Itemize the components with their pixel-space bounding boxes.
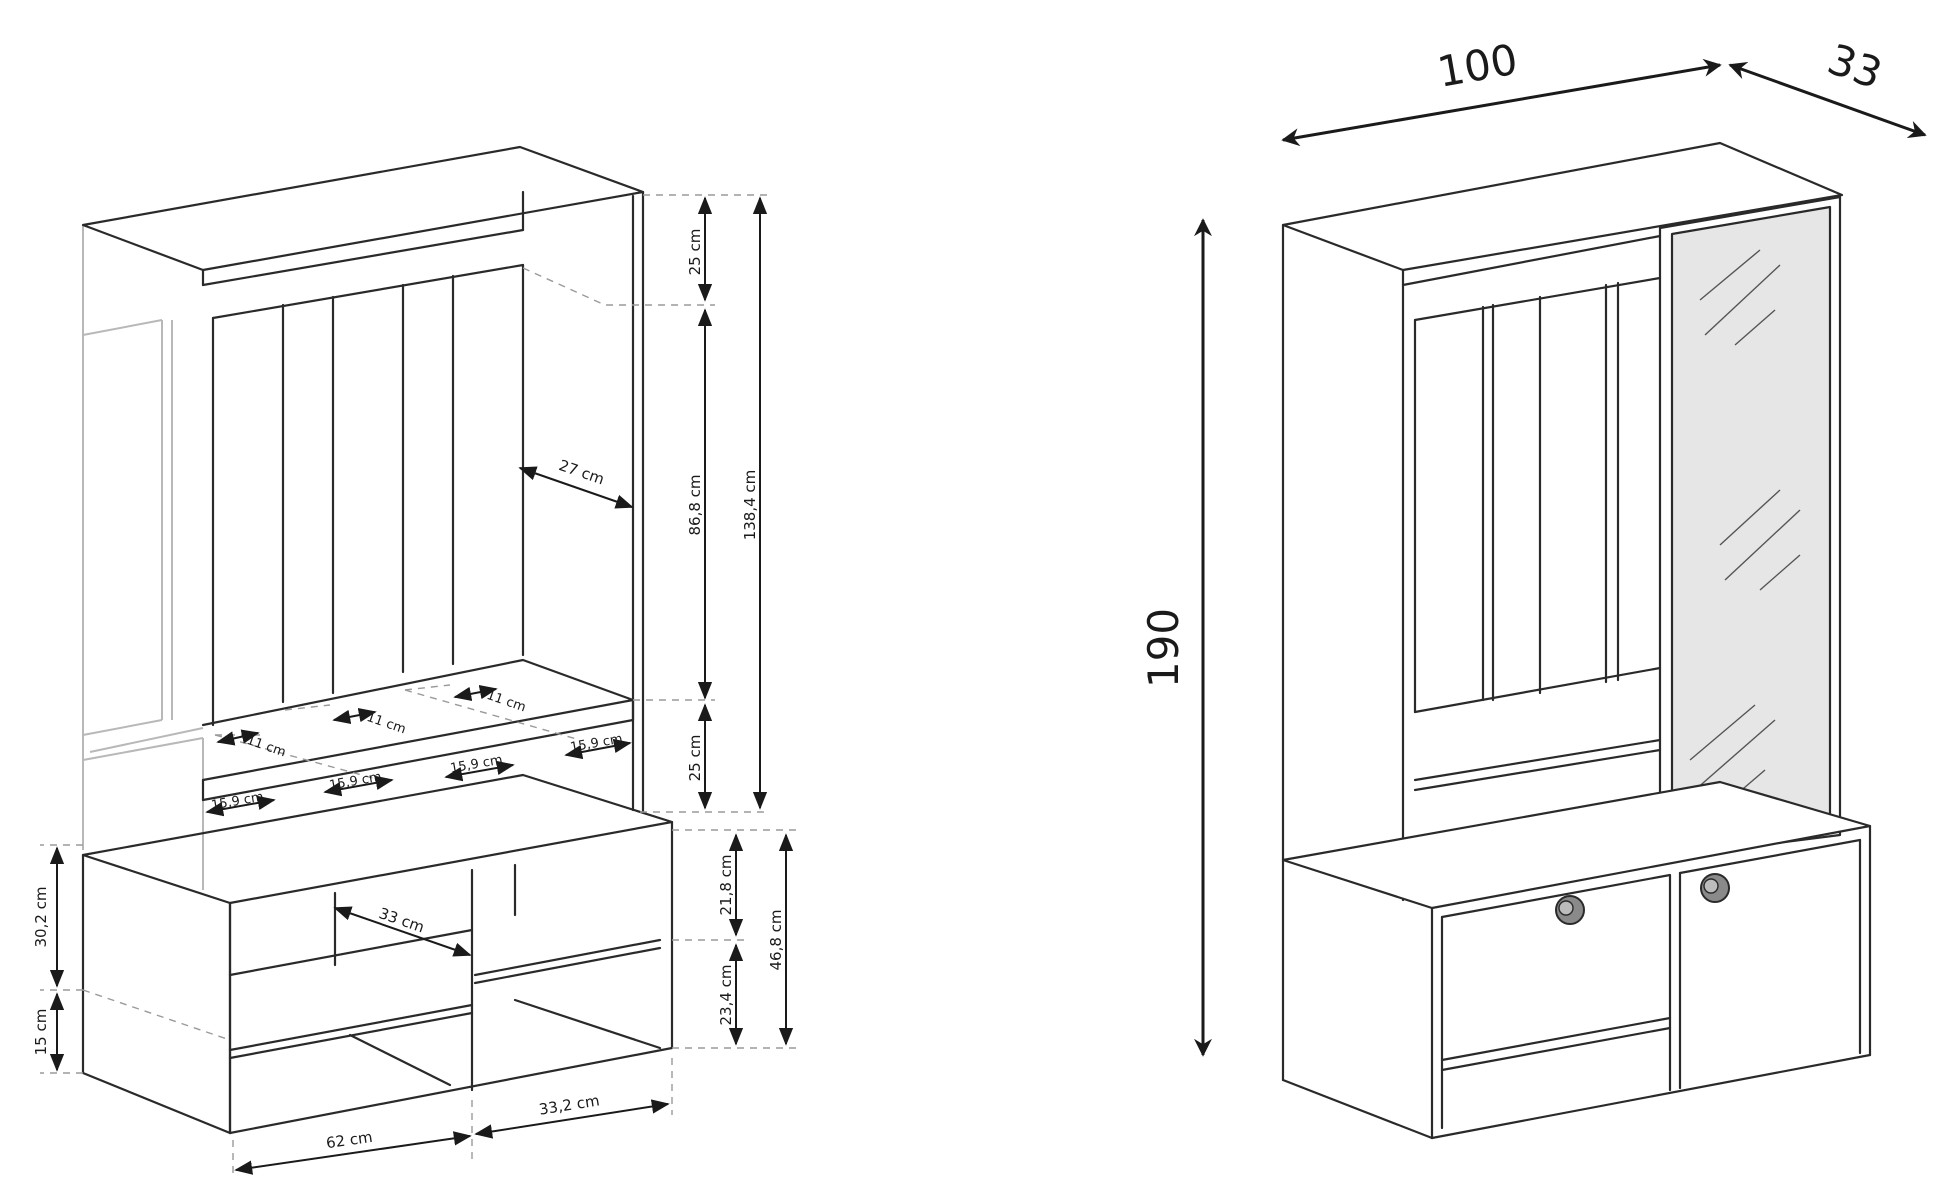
extension-lines	[40, 194, 800, 1175]
label-slat-width-3: 15,9 cm	[449, 753, 504, 777]
overall-dimension-lines	[1194, 58, 1927, 1057]
label-top-panel-height: 25 cm	[686, 229, 704, 276]
label-overall-width: 100	[1434, 35, 1521, 97]
label-slat-gap-1: 11 cm	[245, 733, 288, 760]
label-plinth-height: 15 cm	[32, 1009, 50, 1056]
label-lower-shelf-height: 23,4 cm	[717, 964, 735, 1025]
cabinet-back-slats	[1413, 276, 1662, 852]
label-back-panel-height: 86,8 cm	[686, 474, 704, 535]
hidden-side-panel	[82, 225, 204, 890]
label-slat-width-2: 15,9 cm	[328, 770, 383, 794]
cabinet-top	[1281, 141, 1844, 902]
label-overall-height: 190	[1139, 608, 1188, 688]
upper-shelf	[89, 658, 635, 802]
label-slat-gap-3: 11 cm	[485, 688, 528, 715]
label-slat-gap-2: 11 cm	[365, 710, 408, 737]
label-overall-depth: 33	[1821, 34, 1888, 98]
mirror-door	[1658, 195, 1842, 860]
label-right-compartment-width: 33,2 cm	[538, 1091, 601, 1118]
label-slat-width-4: 15,9 cm	[569, 732, 624, 756]
label-shelf-space-height: 25 cm	[686, 735, 704, 782]
label-upper-shelf-height: 21,8 cm	[717, 854, 735, 915]
dimension-lines	[49, 196, 794, 1175]
right-view: 100 33 190	[1139, 34, 1927, 1140]
label-slat-width-1: 15,9 cm	[210, 790, 265, 814]
label-bench-height: 46,8 cm	[767, 909, 785, 970]
left-view: 25 cm 86,8 cm 138,4 cm 25 cm 27 cm 11 cm…	[32, 145, 800, 1175]
back-slats	[211, 263, 525, 727]
label-side-compartment-height: 30,2 cm	[32, 886, 50, 947]
cabinet-bench	[1281, 780, 1872, 1140]
bench	[81, 773, 674, 1135]
drawer-knob[interactable]	[1555, 895, 1585, 925]
top-box	[81, 145, 645, 814]
label-left-compartment-width: 62 cm	[325, 1128, 374, 1152]
door-knob[interactable]	[1700, 873, 1730, 903]
label-upper-total-height: 138,4 cm	[741, 470, 759, 541]
